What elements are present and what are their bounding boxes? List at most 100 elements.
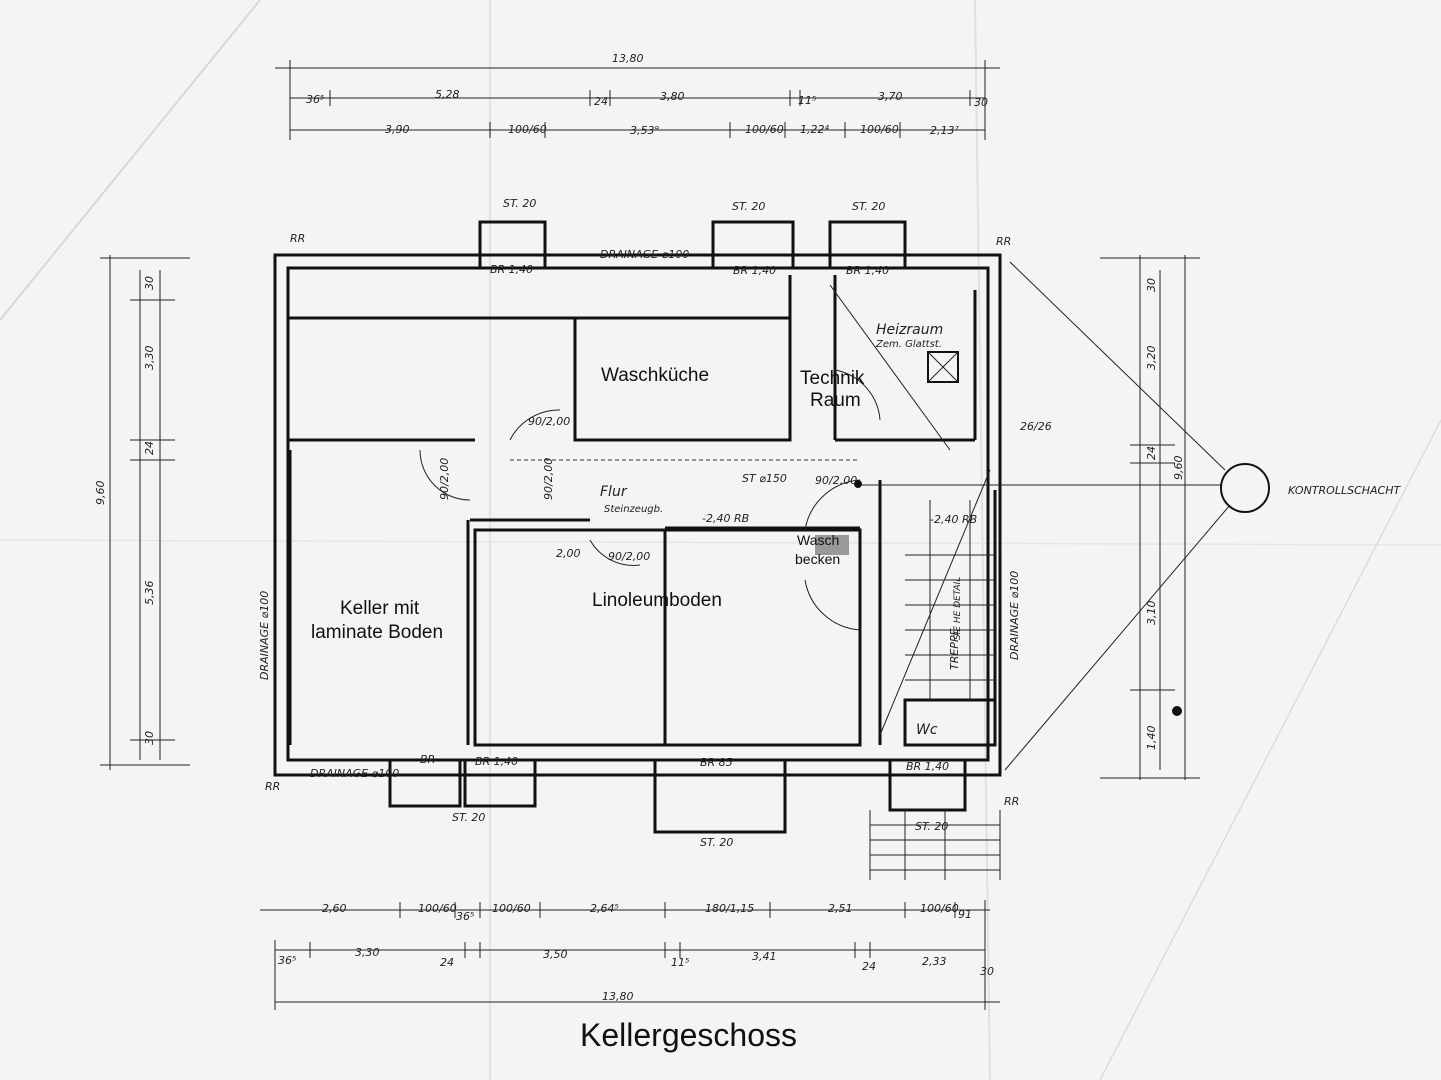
ann-br-4: BR 1,40: [906, 760, 949, 773]
dim-top-r2-3: 100/60: [745, 123, 784, 136]
dim-left-4: 30: [143, 731, 156, 745]
ann-br-7: BR 85: [700, 756, 733, 769]
dimension-left: 9,60 3,30 24 5,36 30 30: [94, 255, 190, 770]
dim-left-3: 5,36: [143, 581, 156, 606]
dim-top-r1-4: 11⁵: [798, 94, 816, 107]
room-treppe: TREPPE: [948, 628, 961, 670]
ann-door-5: 90/2,00: [608, 550, 650, 563]
ann-st20-1: ST. 20: [503, 197, 536, 210]
stair-treads: [905, 500, 995, 700]
room-flur: Flur: [600, 484, 628, 500]
room-labels: Waschküche Technik Raum Keller mit lamin…: [311, 322, 963, 738]
dim-right-1: 3,20: [1145, 346, 1158, 371]
ann-st20-3: ST. 20: [852, 200, 885, 213]
ann-door-2: 90/2,00: [438, 458, 451, 500]
dim-left-total: 9,60: [94, 481, 107, 506]
room-technik-2: Raum: [810, 390, 861, 411]
dim-right-4: 1,40: [1145, 726, 1158, 751]
dim-bot-r1-1: 100/60: [418, 902, 457, 915]
dim-bot-r2-8: 30: [980, 965, 994, 978]
chimney: [927, 351, 959, 383]
dim-top-r1-2: 24: [594, 95, 608, 108]
dim-bot-r2-3: 3,50: [543, 948, 568, 961]
ann-st20-2: ST. 20: [732, 200, 765, 213]
dim-left-1: 3,30: [143, 346, 156, 371]
ann-level-stair: -2,40 RB: [930, 513, 977, 526]
ann-drainage-bottom: DRAINAGE ⌀100: [310, 767, 399, 780]
room-keller-1: Keller mit: [340, 598, 420, 619]
dim-top-r1-0: 36⁵: [306, 93, 324, 106]
dim-top-r2-4: 1,22⁴: [800, 123, 829, 136]
dim-top-r1-3: 3,80: [660, 90, 685, 103]
room-flur-floor: Steinzeugb.: [604, 504, 663, 515]
room-waschbecken-2: becken: [795, 551, 840, 567]
annotation-labels: KONTROLLSCHACHT DRAINAGE ⌀100 DRAINAGE ⌀…: [258, 197, 1401, 849]
room-wc: Wc: [916, 722, 938, 738]
dim-bot-r2-6: 24: [862, 960, 876, 973]
dimension-right: 9,60 3,20 24 3,10 1,40 30: [1100, 255, 1200, 780]
dim-bot-r2-5: 3,41: [752, 950, 777, 963]
ann-br-6: BR: [420, 753, 435, 766]
dim-bot-r1-0: 2,60: [322, 902, 347, 915]
dim-bot-r1-8: 91: [958, 908, 972, 921]
plan-title: Kellergeschoss: [580, 1017, 797, 1053]
floor-drain-icon: [854, 480, 862, 488]
pipes: [510, 261, 1270, 771]
dim-left-2: 24: [143, 441, 156, 455]
room-waschbecken-1: Wasch: [797, 532, 839, 548]
dim-top-r1-6: 30: [974, 96, 988, 109]
exterior-steps: [869, 810, 1001, 880]
inner-walls: [288, 275, 1001, 880]
room-keller-2: laminate Boden: [311, 622, 443, 643]
dim-bot-r2-4: 11⁵: [671, 956, 689, 969]
ann-drainage-left: DRAINAGE ⌀100: [258, 591, 271, 680]
room-heizraum: Heizraum: [876, 322, 943, 338]
dimension-top: 13,80 36⁵ 5,28 24 3,80 11⁵ 3,70 30 3,90 …: [275, 52, 1000, 140]
dim-top-r1-1: 5,28: [435, 88, 460, 101]
ann-drainage-top: DRAINAGE ⌀100: [600, 248, 689, 261]
outer-walls: [273, 220, 1002, 834]
dim-top-r2-5: 100/60: [860, 123, 899, 136]
washbasin: [815, 535, 849, 555]
dim-bot-r2-1: 3,30: [355, 946, 380, 959]
dim-bot-r1-7: 100/60: [920, 902, 959, 915]
ann-st20-6: ST. 20: [915, 820, 948, 833]
room-waschkueche: Waschküche: [601, 365, 709, 386]
ann-st150: ST ⌀150: [742, 472, 787, 485]
marker-dot-icon: [1172, 706, 1182, 716]
room-linoleum: Linoleumboden: [592, 590, 722, 611]
ann-rr-4: RR: [1004, 795, 1019, 808]
ann-door-1: 90/2,00: [528, 415, 570, 428]
dim-top-r2-2: 3,53⁹: [630, 124, 659, 137]
ann-br-5: BR 1,40: [475, 755, 518, 768]
room-technik-1: Technik: [800, 368, 865, 389]
dim-bot-r1-4: 2,64⁵: [590, 902, 619, 915]
ann-drainage-right: DRAINAGE ⌀100: [1008, 571, 1021, 660]
dim-left-5: 30: [143, 276, 156, 290]
dimension-bottom: 2,60 100/60 36⁵ 100/60 2,64⁵ 180/1,15 2,…: [260, 900, 1000, 1010]
dim-right-total: 9,60: [1172, 456, 1185, 481]
room-siehe-detail: SIE HE DETAIL: [953, 577, 963, 640]
ann-kontrollschacht: KONTROLLSCHACHT: [1288, 484, 1401, 497]
kontrollschacht-icon: [1220, 463, 1270, 513]
dim-right-5: 30: [1145, 278, 1158, 292]
door-swings: [419, 369, 881, 631]
ann-2626: 26/26: [1020, 420, 1052, 433]
ann-rr-1: RR: [290, 232, 305, 245]
dim-top-r2-6: 2,13⁷: [930, 124, 959, 137]
ann-br-3: BR 1,40: [846, 264, 889, 277]
dim-right-3: 3,10: [1145, 601, 1158, 626]
ann-door-6: 90/2,00: [815, 474, 857, 487]
dim-top-r2-0: 3,90: [385, 123, 410, 136]
dim-top-r1-5: 3,70: [878, 90, 903, 103]
dim-bot-r1-3: 100/60: [492, 902, 531, 915]
ann-br-2: BR 1,40: [733, 264, 776, 277]
ann-level-flur: -2,40 RB: [702, 512, 749, 525]
dim-top-r2-1: 100/60: [508, 123, 547, 136]
ann-st20-5: ST. 20: [700, 836, 733, 849]
dim-bot-r1-5: 180/1,15: [705, 902, 754, 915]
dim-bot-r2-0: 36⁵: [278, 954, 296, 967]
dim-bot-r1-2: 36⁵: [456, 910, 474, 923]
